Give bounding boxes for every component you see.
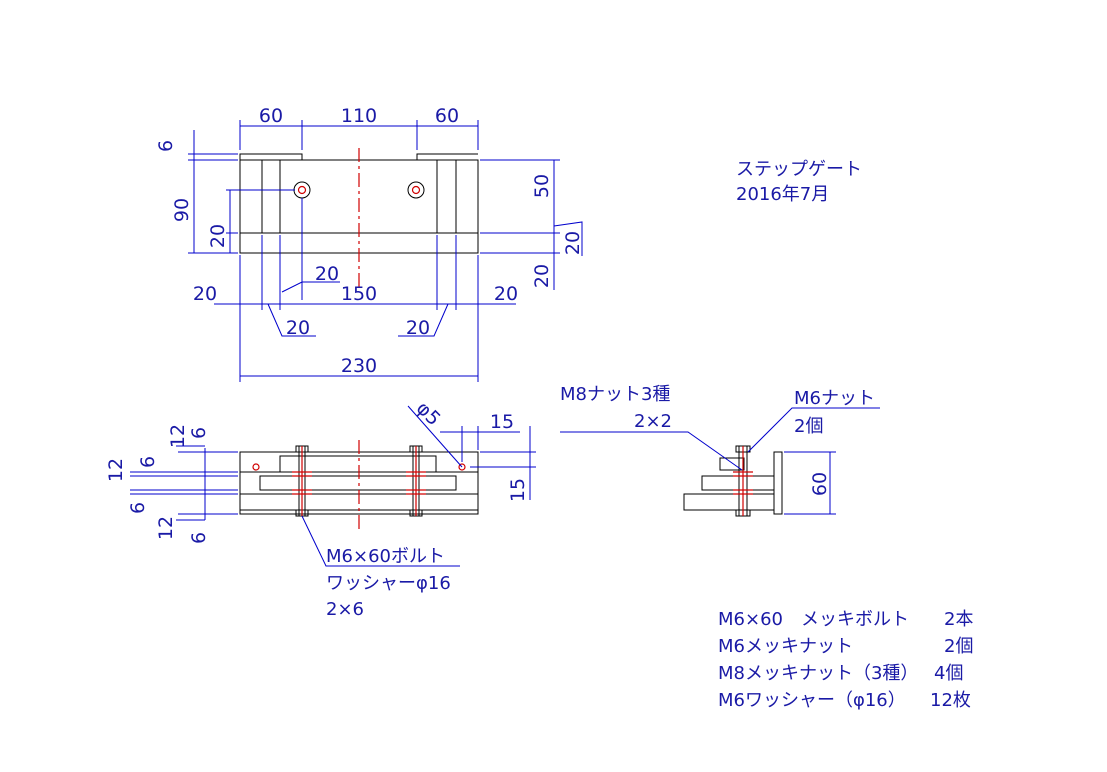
part-2-name: M6メッキナット [718,636,853,657]
dim-20-bottom-left: 20 [193,283,217,305]
bolt-hole-left-center [297,185,307,195]
parts-list: M6×60 メッキボルト 2本 M6メッキナット 2個 M8メッキナット（3種）… [718,609,973,711]
part-1-qty: 2本 [944,609,973,630]
bolt-label-line2: ワッシャーφ16 [326,573,451,594]
side-dim-12-b: 12 [105,458,127,482]
side-dim-6-b: 6 [137,456,159,468]
end-plate-top [719,457,745,471]
drawing-title: ステップゲート [736,159,862,180]
dim-230: 230 [341,355,377,377]
bolt-hole-left [293,181,311,199]
side-dim-6-a: 6 [188,427,210,439]
dim-20-bottom-right: 20 [494,283,518,305]
end-plate-post [773,451,783,515]
dim-50: 50 [531,174,553,198]
dim-20-right-a: 20 [562,231,584,255]
end-dim-60: 60 [809,472,831,496]
dim-20-right-b: 20 [531,264,553,288]
m8-label-line2: 2×2 [634,411,672,432]
bolt-label-line3: 2×6 [326,599,364,620]
part-4-qty: 12枚 [930,690,971,711]
end-view: 60 M8ナット3種 2×2 M6ナット 2個 [560,384,880,517]
part-3-name: M8メッキナット（3種） [718,663,918,684]
part-2-qty: 2個 [944,636,973,657]
dim-20-left: 20 [207,224,229,248]
pin-hole-left [252,463,260,471]
side-dim-phi5: φ5 [412,397,445,430]
side-plate-mid [259,475,457,491]
bolt-hole-right-center [411,185,421,195]
side-plate-top [279,455,437,473]
part-1-name: M6×60 メッキボルト [718,609,909,630]
part-3-qty: 4個 [934,663,963,684]
m6-label-line1: M6ナット [794,388,875,409]
end-plate-mid [701,475,775,491]
bolt-left [292,445,312,517]
bolt-label-line1: M6×60ボルト [326,546,445,567]
side-dim-6-c: 6 [127,502,149,514]
pin-hole-right [458,463,466,471]
top-view: 60 110 60 6 90 20 50 20 20 20 2 [155,105,584,382]
drawing-date: 2016年7月 [736,184,829,205]
side-dim-15-horizontal: 15 [490,411,514,433]
part-4-name: M6ワッシャー（φ16） [718,690,906,711]
side-dim-15-vertical: 15 [507,478,529,502]
bolt-right [406,445,426,517]
dim-20-inner-right: 20 [406,317,430,339]
dim-60-left: 60 [259,105,283,127]
m6-label-line2: 2個 [794,416,823,437]
dim-20-hole-offset: 20 [315,263,339,285]
side-dim-12-a: 12 [167,424,189,448]
m8-label-line1: M8ナット3種 [560,384,670,405]
dim-150: 150 [341,283,377,305]
dim-60-right: 60 [435,105,459,127]
dim-20-inner-left: 20 [286,317,310,339]
side-dim-6-d: 6 [188,532,210,544]
bolt-hole-right [407,181,425,199]
dim-6-top: 6 [155,140,177,152]
end-plate-bottom [683,493,775,511]
end-bolt [733,445,753,517]
dim-110: 110 [341,105,377,127]
side-dim-12-c: 12 [155,516,177,540]
dim-90: 90 [171,198,193,222]
side-view: 12 6 12 6 6 12 6 φ5 15 15 M6×60ボルト ワッシャー… [105,397,536,620]
